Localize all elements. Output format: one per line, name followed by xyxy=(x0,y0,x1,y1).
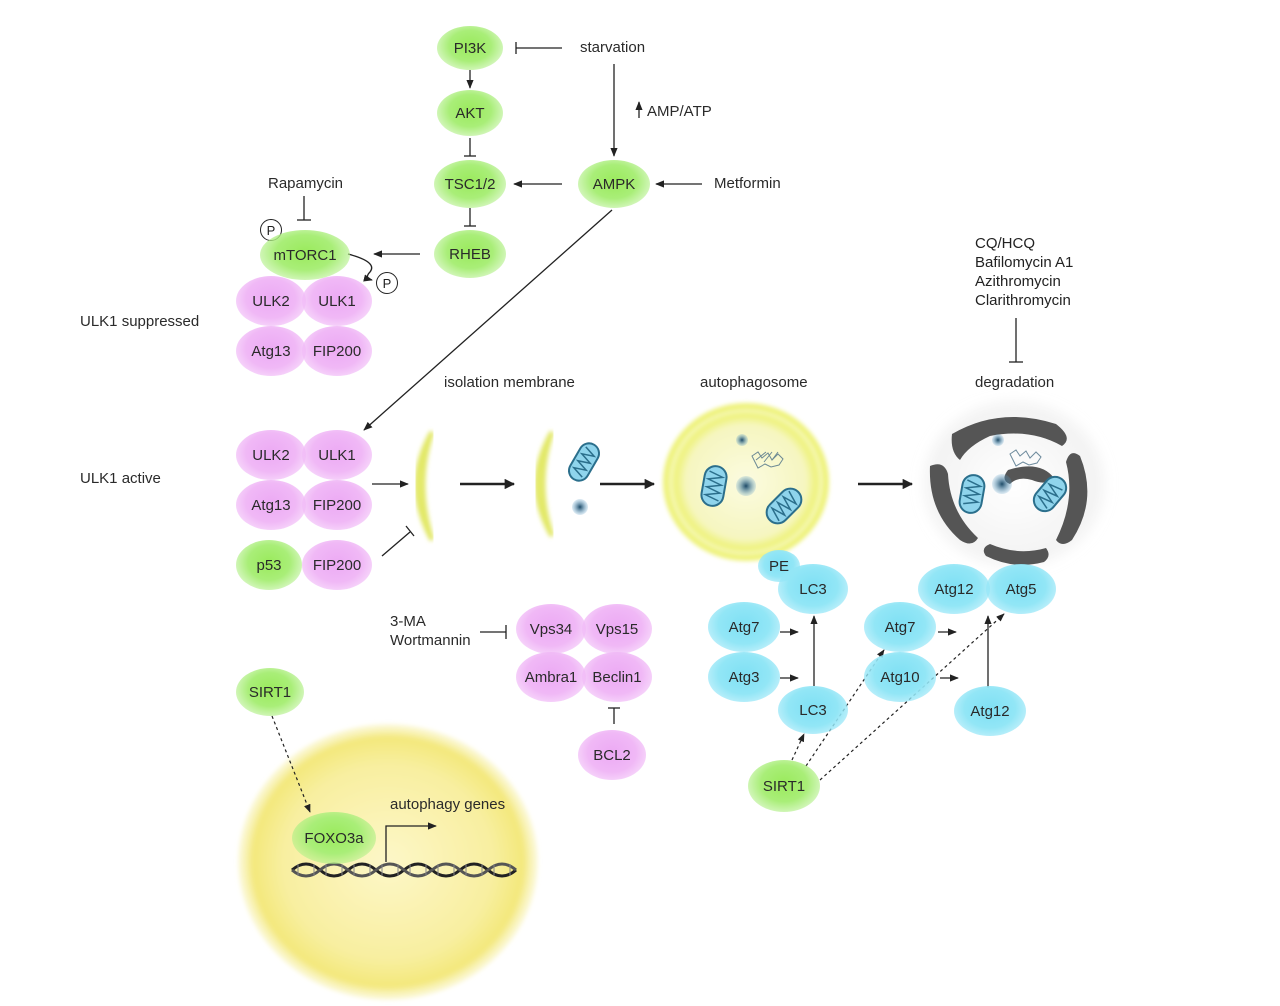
mtorc1-node: mTORC1 xyxy=(260,230,350,280)
rapamycin-label: Rapamycin xyxy=(268,175,344,192)
dna-helix xyxy=(291,862,517,878)
atg3-node: Atg3 xyxy=(708,652,780,702)
sirt1-node: SIRT1 xyxy=(748,760,820,812)
metformin-label: Metformin xyxy=(714,175,781,192)
fip200-node: FIP200 xyxy=(302,480,372,530)
vps15-node: Vps15 xyxy=(582,604,652,654)
rheb-node: RHEB xyxy=(434,230,506,278)
bcl2-node: BCL2 xyxy=(578,730,646,780)
3ma-label: 3-MA xyxy=(390,613,426,630)
ulk1-suppressed-label: ULK1 suppressed xyxy=(80,313,200,330)
degradation-label: degradation xyxy=(975,374,1055,391)
drug-item: CQ/HCQ xyxy=(975,235,1035,252)
ulk1-node: ULK1 xyxy=(302,276,372,326)
wortmannin-label: Wortmannin xyxy=(390,632,471,649)
pi3k-node: PI3K xyxy=(437,26,503,70)
drug-item: Clarithromycin xyxy=(975,292,1071,309)
lysosome-inhibitor-list: CQ/HCQ Bafilomycin A1 Azithromycin Clari… xyxy=(975,234,1073,310)
p53-node: p53 xyxy=(236,540,302,590)
atg13-node: Atg13 xyxy=(236,326,306,376)
autophagy-genes-label: autophagy genes xyxy=(390,796,506,813)
ulk2-node: ULK2 xyxy=(236,430,306,480)
beclin1-node: Beclin1 xyxy=(582,652,652,702)
atg7-node: Atg7 xyxy=(864,602,936,652)
phagophore-crescent xyxy=(534,430,555,538)
akt-node: AKT xyxy=(437,90,503,136)
autophagosome-label: autophagosome xyxy=(700,374,808,391)
tsc-node: TSC1/2 xyxy=(434,160,506,208)
atg12-node: Atg12 xyxy=(954,686,1026,736)
isolation-membrane-label: isolation membrane xyxy=(444,374,575,391)
ulk1-active-label: ULK1 active xyxy=(80,470,161,487)
drug-item: Bafilomycin A1 xyxy=(975,254,1074,271)
drug-item: Azithromycin xyxy=(975,273,1061,290)
atg12-node: Atg12 xyxy=(918,564,990,614)
ulk1-node: ULK1 xyxy=(302,430,372,480)
sirt1-node: SIRT1 xyxy=(236,668,304,716)
starvation-label: starvation xyxy=(580,39,646,56)
vps34-node: Vps34 xyxy=(516,604,586,654)
autolysosome xyxy=(929,416,1088,565)
ambra1-node: Ambra1 xyxy=(516,652,586,702)
phospho-circle: P xyxy=(376,272,398,294)
atg10-node: Atg10 xyxy=(864,652,936,702)
mitochondrion xyxy=(568,442,600,482)
lc3-node: LC3 xyxy=(778,564,848,614)
fip200-node: FIP200 xyxy=(302,540,372,590)
lc3-node: LC3 xyxy=(778,686,848,734)
foxo3a-node: FOXO3a xyxy=(292,812,376,864)
isolation-membrane-crescent xyxy=(414,430,435,542)
ampk-node: AMPK xyxy=(578,160,650,208)
fip200-node: FIP200 xyxy=(302,326,372,376)
atg13-node: Atg13 xyxy=(236,480,306,530)
ulk2-node: ULK2 xyxy=(236,276,306,326)
atg5-node: Atg5 xyxy=(986,564,1056,614)
atg7-node: Atg7 xyxy=(708,602,780,652)
nucleus xyxy=(238,724,538,1000)
transcription-arrow xyxy=(385,822,437,862)
amp-atp-label: AMP/ATP xyxy=(647,103,712,120)
